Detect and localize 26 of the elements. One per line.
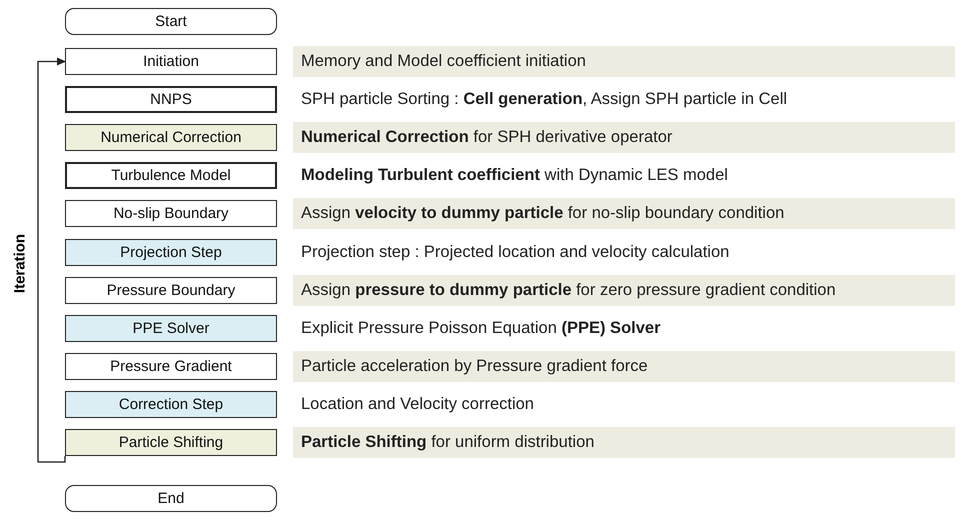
process-box: Turbulence Model [65,162,277,190]
description-band: Particle acceleration by Pressure gradient force [293,350,955,382]
process-box: PPE Solver [65,314,277,342]
terminal-box: End [65,485,277,512]
side-label: Iteration [12,232,28,296]
description-text: SPH particle Sorting : Cell generation, Assign SPH particle in Cell [300,89,788,110]
process-box: Pressure Gradient [65,352,277,380]
terminal-box: Start [65,8,277,35]
description-text: Projection step : Projected location and velocity calculation [300,242,730,262]
process-box: Correction Step [65,390,277,418]
process-box: Numerical Correction [65,124,277,152]
process-box: No-slip Boundary [65,200,277,228]
description-band: Memory and Model coefficient initiation [293,46,955,77]
description-band: Assign pressure to dummy particle for zero pressure gradient condition [293,274,955,306]
process-box: Particle Shifting [65,429,277,456]
description-band: Numerical Correction for SPH derivative operator [293,122,955,154]
process-box: Pressure Boundary [65,276,277,304]
description-band: Assign velocity to dummy particle for no-slip boundary condition [293,198,955,230]
description-text: Explicit Pressure Poisson Equation (PPE) Solver [300,318,662,339]
process-box: Initiation [65,48,277,75]
description-text: Location and Velocity correction [300,394,535,415]
description-text: Modeling Turbulent coefficient with Dynamic LES model [300,165,729,186]
loop-arrow [37,58,66,463]
process-box: Projection Step [65,238,277,266]
process-box: NNPS [65,86,277,114]
description-band: Particle Shifting for uniform distribution [293,427,955,458]
